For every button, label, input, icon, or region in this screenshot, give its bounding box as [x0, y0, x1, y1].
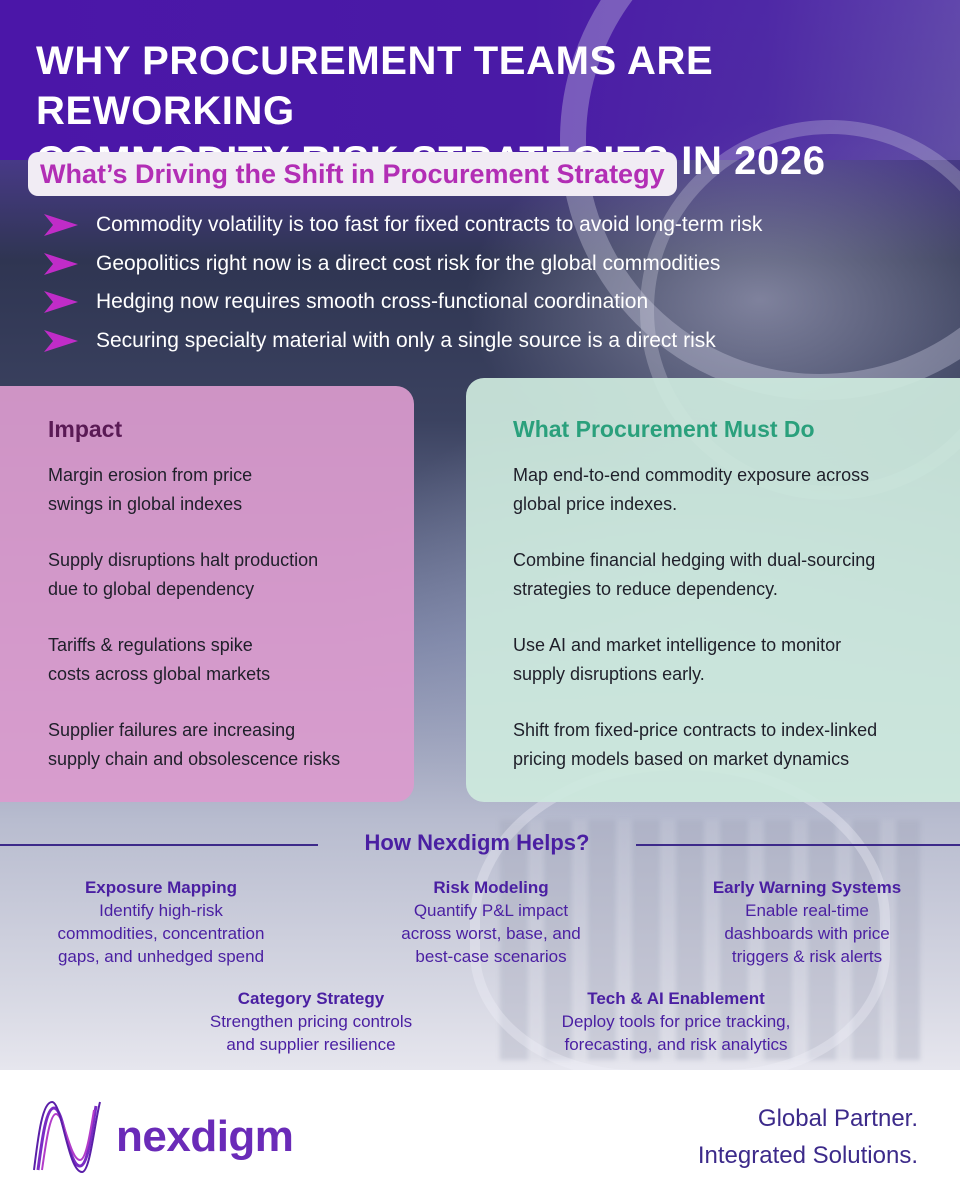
- must-do-item: Shift from fixed-price contracts to inde…: [513, 716, 916, 774]
- help-line: Identify high-risk: [99, 901, 223, 920]
- brand-logo: nexdigm: [32, 1100, 294, 1174]
- help-line: gaps, and unhedged spend: [57, 947, 265, 966]
- impact-item-line: swings in global indexes: [48, 494, 243, 514]
- impact-item-line: Margin erosion from price: [48, 465, 253, 485]
- help-line: triggers & risk alerts: [731, 947, 883, 966]
- impact-item-line: Supplier failures are increasing: [48, 720, 296, 740]
- help-line: Deploy tools for price tracking,: [561, 1012, 791, 1031]
- drivers-list: Commodity volatility is too fast for fix…: [44, 206, 924, 360]
- driver-text: Securing specialty material with only a …: [96, 328, 716, 352]
- impact-item-line: Tariffs & regulations spike: [48, 635, 253, 655]
- impact-item: Tariffs & regulations spike costs across…: [48, 631, 370, 689]
- help-line: and supplier resilience: [226, 1035, 396, 1054]
- driver-text: Hedging now requires smooth cross-functi…: [96, 290, 649, 314]
- help-line: Enable real-time: [745, 901, 869, 920]
- arrowhead-bullet-icon: [44, 252, 78, 275]
- driver-item: Commodity volatility is too fast for fix…: [44, 206, 924, 245]
- help-category-strategy: Category Strategy Strengthen pricing con…: [180, 987, 442, 1056]
- arrowhead-bullet-icon: [44, 291, 78, 314]
- help-heading: Early Warning Systems: [712, 878, 902, 897]
- must-do-item-line: strategies to reduce dependency.: [513, 579, 778, 599]
- arrowhead-bullet-icon: [44, 214, 78, 237]
- help-line: forecasting, and risk analytics: [564, 1035, 788, 1054]
- nexdigm-logo-icon: [33, 1100, 101, 1174]
- help-tech-ai: Tech & AI Enablement Deploy tools for pr…: [530, 987, 822, 1056]
- impact-item: Supply disruptions halt production due t…: [48, 546, 370, 604]
- impact-item-line: due to global dependency: [48, 579, 255, 599]
- tagline-line: Global Partner.: [757, 1105, 918, 1132]
- impact-item-line: Supply disruptions halt production: [48, 550, 319, 570]
- divider-right: [636, 844, 960, 846]
- help-line: Strengthen pricing controls: [209, 1012, 413, 1031]
- must-do-item: Use AI and market intelligence to monito…: [513, 631, 916, 689]
- brand-name: nexdigm: [116, 1112, 294, 1161]
- help-line: Quantify P&L impact: [413, 901, 569, 920]
- must-do-item-line: Shift from fixed-price contracts to inde…: [513, 720, 878, 740]
- help-line: best-case scenarios: [415, 947, 567, 966]
- help-heading: Exposure Mapping: [84, 878, 238, 897]
- help-risk-modeling: Risk Modeling Quantify P&L impact across…: [360, 876, 622, 968]
- must-do-item-line: Use AI and market intelligence to monito…: [513, 635, 842, 655]
- footer-band: [0, 1070, 960, 1200]
- help-line: across worst, base, and: [401, 924, 581, 943]
- must-do-item-line: Combine financial hedging with dual-sour…: [513, 550, 876, 570]
- arrowhead-bullet-icon: [44, 329, 78, 352]
- help-heading: Risk Modeling: [433, 878, 549, 897]
- help-line: dashboards with price: [724, 924, 890, 943]
- must-do-item-line: supply disruptions early.: [513, 664, 705, 684]
- help-line: commodities, concentration: [57, 924, 265, 943]
- helps-title: How Nexdigm Helps?: [364, 830, 590, 855]
- impact-title: Impact: [48, 416, 123, 442]
- impact-item: Supplier failures are increasing supply …: [48, 716, 370, 774]
- driver-text: Geopolitics right now is a direct cost r…: [96, 251, 721, 275]
- brand-tagline: Global Partner. Integrated Solutions.: [698, 1100, 918, 1174]
- must-do-item: Combine financial hedging with dual-sour…: [513, 546, 916, 604]
- divider-left: [0, 844, 318, 846]
- page-title-line-1: WHY PROCUREMENT TEAMS ARE REWORKING: [36, 39, 714, 133]
- impact-item: Margin erosion from price swings in glob…: [48, 461, 370, 519]
- must-do-item-line: global price indexes.: [513, 494, 678, 514]
- driver-item: Geopolitics right now is a direct cost r…: [44, 245, 924, 284]
- driver-item: Securing specialty material with only a …: [44, 322, 924, 361]
- impact-item-line: costs across global markets: [48, 664, 271, 684]
- impact-panel: Impact Margin erosion from price swings …: [0, 386, 414, 802]
- must-do-title: What Procurement Must Do: [513, 416, 815, 442]
- must-do-item-line: pricing models based on market dynamics: [513, 749, 850, 769]
- must-do-panel: What Procurement Must Do Map end-to-end …: [466, 378, 960, 802]
- help-heading: Category Strategy: [237, 989, 385, 1008]
- help-exposure-mapping: Exposure Mapping Identify high-risk comm…: [30, 876, 292, 968]
- help-heading: Tech & AI Enablement: [587, 989, 765, 1008]
- impact-item-line: supply chain and obsolescence risks: [48, 749, 341, 769]
- section-subtitle: What’s Driving the Shift in Procurement …: [28, 152, 677, 196]
- driver-text: Commodity volatility is too fast for fix…: [96, 213, 763, 237]
- driver-item: Hedging now requires smooth cross-functi…: [44, 283, 924, 322]
- help-early-warning: Early Warning Systems Enable real-time d…: [676, 876, 938, 968]
- tagline-line: Integrated Solutions.: [697, 1142, 918, 1169]
- must-do-item-line: Map end-to-end commodity exposure across: [513, 465, 870, 485]
- section-subtitle-text: What’s Driving the Shift in Procurement …: [40, 158, 665, 189]
- must-do-item: Map end-to-end commodity exposure across…: [513, 461, 916, 519]
